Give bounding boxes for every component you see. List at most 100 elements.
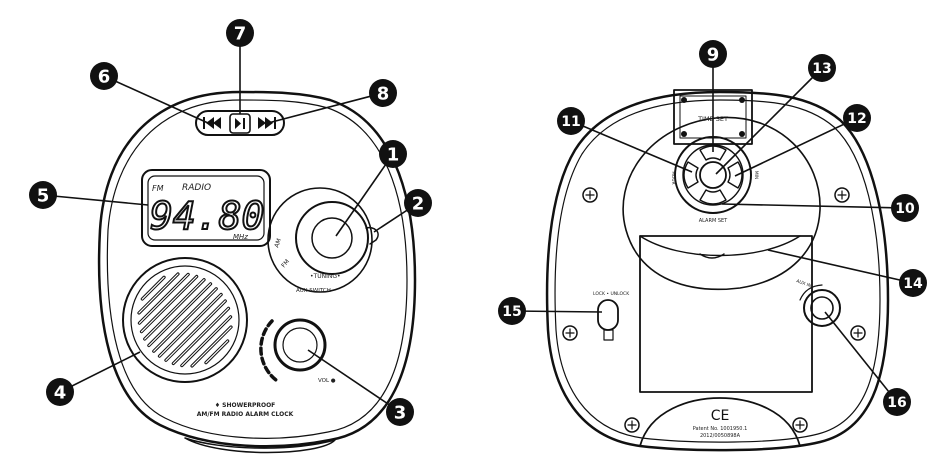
battery-door[interactable] <box>639 235 813 393</box>
volume-scale <box>259 319 278 382</box>
callout-number: 6 <box>98 67 111 88</box>
callout-badge <box>46 378 74 406</box>
lcd-frequency: 94.80 <box>150 194 264 238</box>
tuner-am-label: AM <box>273 238 283 249</box>
callout-number: 8 <box>377 84 390 105</box>
tuner-aux-label: AUX SWITCH <box>296 288 331 294</box>
front-base <box>184 437 336 454</box>
front-view: FM RADIO 94.80 MHz AM FM •TUNING• AUX SW… <box>97 90 417 454</box>
control-pad-ring <box>682 144 744 206</box>
hour-label: HOUR <box>670 171 676 184</box>
callout-leader-line <box>267 92 384 124</box>
callout-badge <box>843 104 871 132</box>
min-label: MIN <box>753 171 759 180</box>
lock-switch[interactable] <box>597 299 619 331</box>
label-plate <box>639 397 801 447</box>
callout-number: 13 <box>812 61 831 77</box>
callout-number: 4 <box>54 383 67 404</box>
callout-leader-line <box>59 351 141 393</box>
back-body-outline <box>545 90 890 452</box>
body-screws <box>562 187 866 433</box>
back-dome <box>622 116 821 291</box>
callout-number: 16 <box>887 395 906 411</box>
speaker-outer <box>122 257 248 383</box>
callout-leader-line <box>307 349 401 413</box>
grille-slot-highlight <box>140 275 198 333</box>
time-set-up-button[interactable] <box>699 145 727 161</box>
grille-slot-highlight <box>172 307 230 365</box>
lcd-frame <box>141 169 271 247</box>
alarm-set-button[interactable] <box>699 189 727 205</box>
aux-label: AUX IN <box>795 278 812 289</box>
callout-badge <box>386 398 414 426</box>
callout-number: 14 <box>903 276 923 292</box>
grille-slot-highlight <box>158 293 222 357</box>
grille-slot-highlight <box>144 279 205 340</box>
prev-button[interactable] <box>203 117 221 129</box>
callout-badge <box>891 194 919 222</box>
front-footer-line2: AM/FM RADIO ALARM CLOCK <box>197 411 294 418</box>
volume-label: VOL ● <box>318 378 336 384</box>
callout-leader-line <box>42 194 149 206</box>
callout-number: 5 <box>37 186 50 207</box>
hour-button[interactable] <box>683 161 699 189</box>
callout-leader-line <box>767 249 914 284</box>
lock-label: LOCK • UNLOCK <box>593 291 630 297</box>
snooze-center-button[interactable] <box>699 161 727 189</box>
callout-leader-line <box>715 67 823 175</box>
front-footer-line1: ♦ SHOWERPROOF <box>215 402 276 409</box>
fast-forward-icon <box>258 117 266 129</box>
tuner-tuning-label: •TUNING• <box>310 273 341 280</box>
lcd-band: FM <box>152 184 164 193</box>
grille-slot-highlight <box>141 276 165 300</box>
band-switch[interactable] <box>365 226 379 245</box>
play-pause-button[interactable] <box>229 113 251 134</box>
ce-mark: CE <box>711 408 730 424</box>
speaker-inner <box>130 265 240 375</box>
callout-number: 11 <box>561 114 580 130</box>
back-view: TIME SET HOUR MIN ALARM SET LOCK • UNLOC… <box>545 89 890 452</box>
tuning-knob[interactable] <box>295 201 369 275</box>
callout-number: 12 <box>847 111 866 127</box>
volume-knob[interactable] <box>273 318 327 372</box>
callout-number: 2 <box>412 194 425 215</box>
min-button[interactable] <box>727 161 743 189</box>
callout-number: 3 <box>394 403 407 424</box>
aux-in-jack[interactable] <box>803 289 841 327</box>
screw-icon <box>850 325 866 341</box>
callout-leader-line <box>511 310 603 313</box>
grille-slot-highlight <box>153 288 217 352</box>
speaker-grille <box>137 272 233 368</box>
callout-badge <box>557 107 585 135</box>
patent-line2: 2012/0050898A <box>700 433 741 439</box>
callout-badge <box>90 62 118 90</box>
grille-slot-highlight <box>165 300 226 361</box>
tuning-knob-cap <box>311 217 353 259</box>
screw-icon <box>792 417 808 433</box>
patent-line1: Patent No. 1001950.1 <box>693 426 748 432</box>
front-body-outline <box>97 90 417 448</box>
callout-badge <box>404 189 432 217</box>
lock-switch-tab <box>603 329 614 341</box>
grille-slot-highlight <box>138 273 189 324</box>
callout-leader-line <box>103 75 209 124</box>
screw-icon <box>834 187 850 203</box>
callout-leader-line <box>570 120 693 173</box>
alarm-set-label: ALARM SET <box>699 218 728 224</box>
callout-number: 10 <box>895 201 915 217</box>
grille-slot-highlight <box>138 273 179 314</box>
next-button[interactable] <box>258 117 276 129</box>
callout-number: 9 <box>707 45 720 66</box>
callout-badge <box>883 388 911 416</box>
callout-number: 15 <box>502 304 521 320</box>
play-pause-icon <box>235 118 241 129</box>
callout-badge <box>699 40 727 68</box>
callout-badge <box>808 54 836 82</box>
grille-slot-highlight <box>148 283 212 347</box>
grille-slot-highlight <box>191 326 232 367</box>
callout-badge <box>379 140 407 168</box>
grille-slot-highlight <box>205 340 229 364</box>
screw-icon <box>624 417 640 433</box>
